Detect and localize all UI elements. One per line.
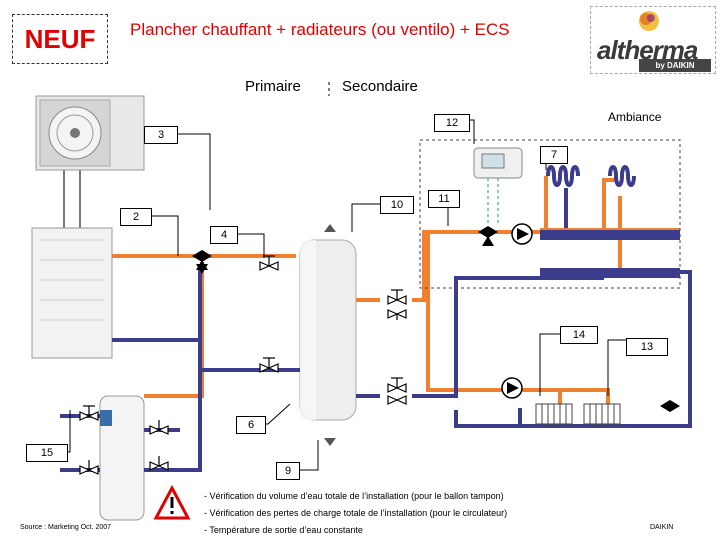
- floor-loop-icon: [546, 165, 636, 187]
- diagram-title: Plancher chauffant + radiateurs (ou vent…: [130, 20, 510, 39]
- callout-3: 3: [144, 126, 178, 144]
- note-2: - Vérification des pertes de charge tota…: [204, 508, 508, 518]
- collector-bottom: [540, 268, 680, 278]
- callout-14: 14: [560, 326, 598, 344]
- secondary-label: Secondaire: [342, 78, 418, 95]
- callout-2: 2: [120, 208, 152, 226]
- radiator-icon: [535, 403, 621, 425]
- source-footer: Source : Marketing Oct. 2007: [20, 524, 112, 531]
- dhw-tank-icon: [99, 395, 145, 521]
- outdoor-unit-icon: [35, 95, 145, 171]
- callout-15: 15: [26, 444, 68, 462]
- callout-4: 4: [210, 226, 238, 244]
- callout-6: 6: [236, 416, 266, 434]
- altherma-logo: altherma by DAIKIN: [590, 6, 716, 74]
- buffer-tank-icon: [299, 224, 357, 446]
- callout-7: 7: [540, 146, 568, 164]
- note-1: - Vérification du volume d’eau totale de…: [204, 491, 504, 501]
- primary-hot-pipe: [112, 176, 622, 412]
- daikin-footer: DAIKIN: [650, 524, 674, 531]
- logo-daikin-band: by DAIKIN: [639, 59, 711, 72]
- callout-11: 11: [428, 190, 460, 208]
- ambiance-label: Ambiance: [608, 110, 662, 124]
- indoor-unit-icon: [31, 227, 113, 359]
- callout-12: 12: [434, 114, 470, 132]
- callout-13: 13: [626, 338, 668, 356]
- logo-swirl-icon: [639, 11, 659, 31]
- callout-10: 10: [380, 196, 414, 214]
- room-thermostat-icon: [473, 147, 523, 179]
- primary-label: Primaire: [245, 78, 301, 95]
- warning-icon: [153, 484, 191, 520]
- new-badge: NEUF: [12, 14, 108, 64]
- collector-top: [540, 230, 680, 240]
- callout-9: 9: [276, 462, 300, 480]
- circulator-pump-icon: [501, 223, 533, 399]
- valve-icon: [79, 255, 407, 475]
- three-way-valve-icon: [192, 226, 680, 412]
- note-3: - Température de sortie d’eau constante: [204, 525, 363, 535]
